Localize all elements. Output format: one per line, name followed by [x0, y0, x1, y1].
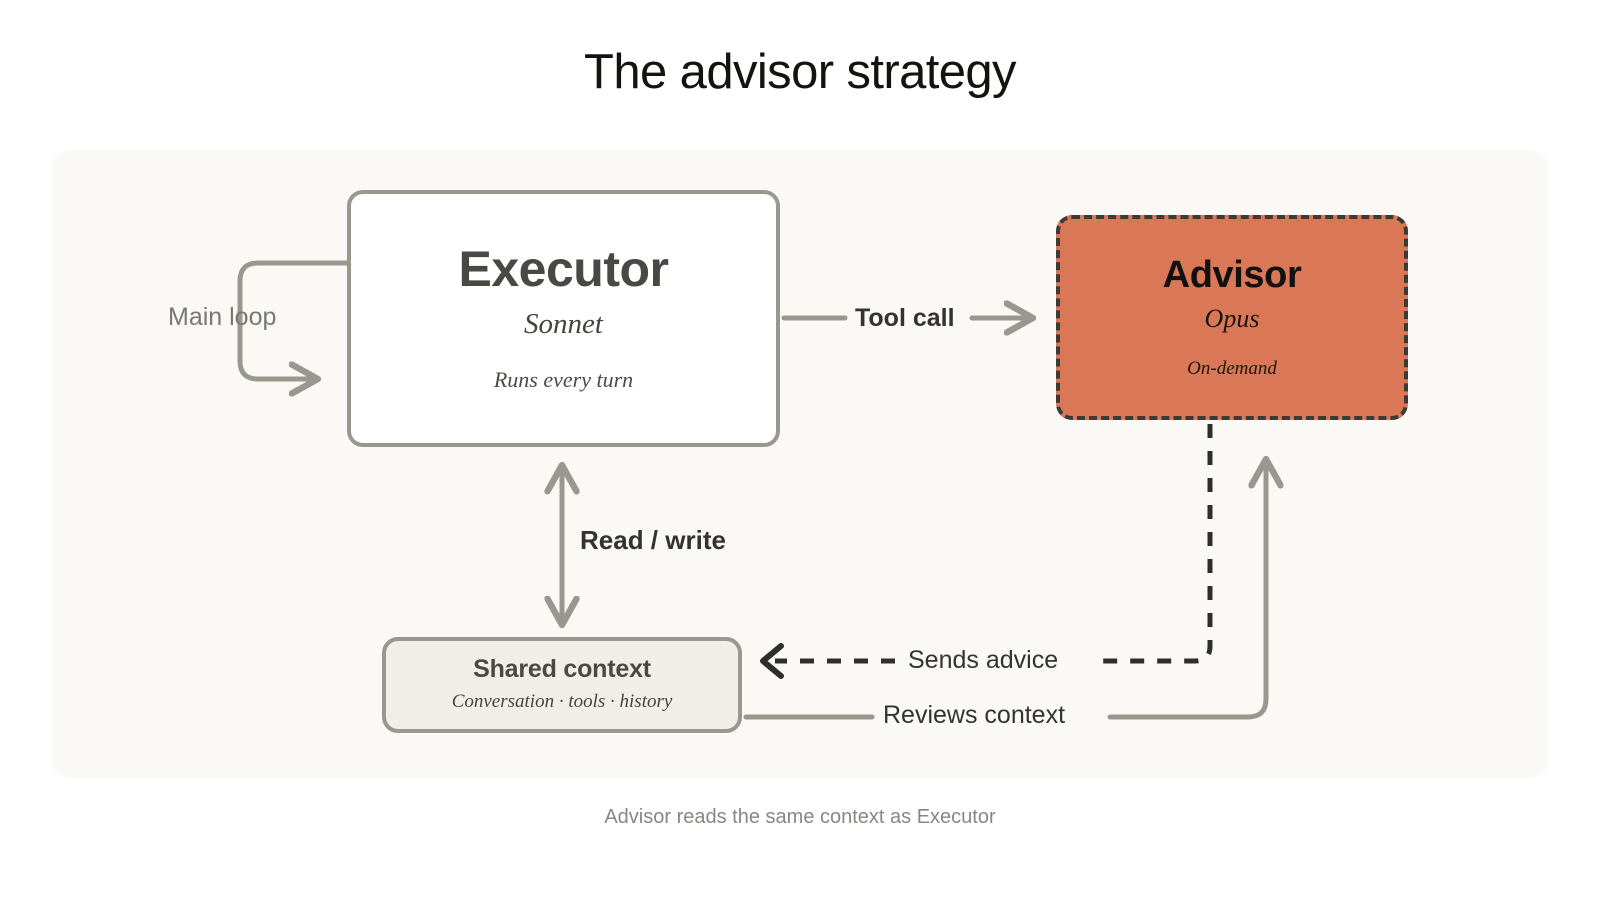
edge-label-sends-advice: Sends advice: [908, 646, 1059, 674]
node-executor-title: Executor: [458, 241, 669, 297]
node-executor-subtitle: Sonnet: [524, 308, 603, 340]
page-title: The advisor strategy: [584, 45, 1017, 99]
node-shared-context-title: Shared context: [473, 655, 651, 683]
node-advisor-note: On-demand: [1187, 357, 1277, 379]
node-shared-context[interactable]: Shared context Conversation · tools · hi…: [382, 637, 742, 733]
edge-label-reviews-context: Reviews context: [883, 701, 1066, 729]
edge-label-read-write: Read / write: [580, 525, 726, 555]
edge-label-tool-call: Tool call: [855, 304, 955, 332]
node-executor[interactable]: Executor Sonnet Runs every turn: [347, 190, 780, 447]
node-advisor[interactable]: Advisor Opus On-demand: [1056, 215, 1408, 420]
node-executor-note: Runs every turn: [493, 367, 634, 392]
node-shared-context-subtitle: Conversation · tools · history: [451, 691, 673, 712]
node-advisor-subtitle: Opus: [1204, 303, 1260, 333]
diagram-caption: Advisor reads the same context as Execut…: [604, 806, 996, 828]
edge-label-main-loop: Main loop: [168, 303, 277, 331]
node-advisor-title: Advisor: [1162, 253, 1302, 296]
